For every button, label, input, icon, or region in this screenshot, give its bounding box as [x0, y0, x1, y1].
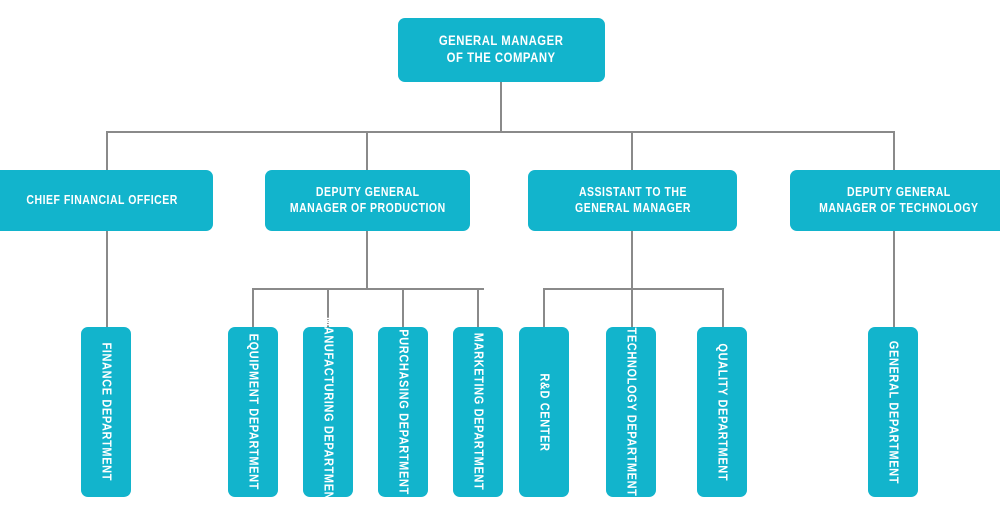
node-chief-financial-officer[interactable]: CHIEF FINANCIAL OFFICER: [0, 170, 213, 231]
connector-cfo-to-finance: [106, 231, 108, 328]
connector-drop-marketing: [477, 288, 479, 328]
node-general-department-label: GENERAL DEPARTMENT: [886, 340, 901, 484]
node-marketing-department[interactable]: MARKETING DEPARTMENT: [453, 327, 503, 497]
connector-drop-quality: [722, 288, 724, 328]
connector-root-stem: [500, 82, 502, 133]
node-manufacturing-department-label: MANUFACTURING DEPARTMENT: [321, 316, 336, 508]
connector-drop-manufacturing: [327, 288, 329, 328]
node-deputy-general-manager-production[interactable]: DEPUTY GENERAL MANAGER OF PRODUCTION: [265, 170, 470, 231]
connector-drop-cfo: [106, 131, 108, 171]
node-purchasing-department-label: PURCHASING DEPARTMENT: [396, 329, 411, 495]
node-manufacturing-department[interactable]: MANUFACTURING DEPARTMENT: [303, 317, 353, 507]
connector-drop-purchasing: [402, 288, 404, 328]
node-chief-financial-officer-label: CHIEF FINANCIAL OFFICER: [26, 192, 179, 207]
connector-drop-technology-dept: [631, 288, 633, 328]
node-technology-department-label: TECHNOLOGY DEPARTMENT: [624, 327, 639, 497]
node-deputy-general-manager-production-label: DEPUTY GENERAL MANAGER OF PRODUCTION: [289, 184, 446, 215]
connector-drop-rnd: [543, 288, 545, 328]
connector-drop-assistant: [631, 131, 633, 171]
connector-drop-deputy-production: [366, 131, 368, 171]
node-general-manager[interactable]: GENERAL MANAGER OF THE COMPANY: [398, 18, 605, 82]
connector-assistant-stem: [631, 231, 633, 289]
node-assistant-to-general-manager[interactable]: ASSISTANT TO THE GENERAL MANAGER: [528, 170, 737, 231]
node-equipment-department-label: EQUIPMENT DEPARTMENT: [246, 333, 261, 491]
node-deputy-general-manager-technology[interactable]: DEPUTY GENERAL MANAGER OF TECHNOLOGY: [790, 170, 1000, 231]
connector-production-bus: [252, 288, 484, 290]
node-general-department[interactable]: GENERAL DEPARTMENT: [868, 327, 918, 497]
node-quality-department[interactable]: QUALITY DEPARTMENT: [697, 327, 747, 497]
connector-drop-deputy-technology: [893, 131, 895, 171]
node-assistant-to-general-manager-label: ASSISTANT TO THE GENERAL MANAGER: [574, 184, 691, 215]
connector-drop-equipment: [252, 288, 254, 328]
node-technology-department[interactable]: TECHNOLOGY DEPARTMENT: [606, 327, 656, 497]
node-finance-department[interactable]: FINANCE DEPARTMENT: [81, 327, 131, 497]
node-finance-department-label: FINANCE DEPARTMENT: [99, 342, 114, 482]
node-rnd-center[interactable]: R&D CENTER: [519, 327, 569, 497]
node-general-manager-label: GENERAL MANAGER OF THE COMPANY: [439, 33, 564, 65]
node-deputy-general-manager-technology-label: DEPUTY GENERAL MANAGER OF TECHNOLOGY: [819, 184, 979, 215]
connector-main-bus: [107, 131, 895, 133]
connector-production-stem: [366, 231, 368, 289]
node-marketing-department-label: MARKETING DEPARTMENT: [471, 333, 486, 491]
node-purchasing-department[interactable]: PURCHASING DEPARTMENT: [378, 327, 428, 497]
connector-technology-to-general: [893, 231, 895, 328]
node-rnd-center-label: R&D CENTER: [537, 372, 552, 452]
connector-assistant-bus: [543, 288, 723, 290]
node-quality-department-label: QUALITY DEPARTMENT: [715, 343, 730, 481]
node-equipment-department[interactable]: EQUIPMENT DEPARTMENT: [228, 327, 278, 497]
